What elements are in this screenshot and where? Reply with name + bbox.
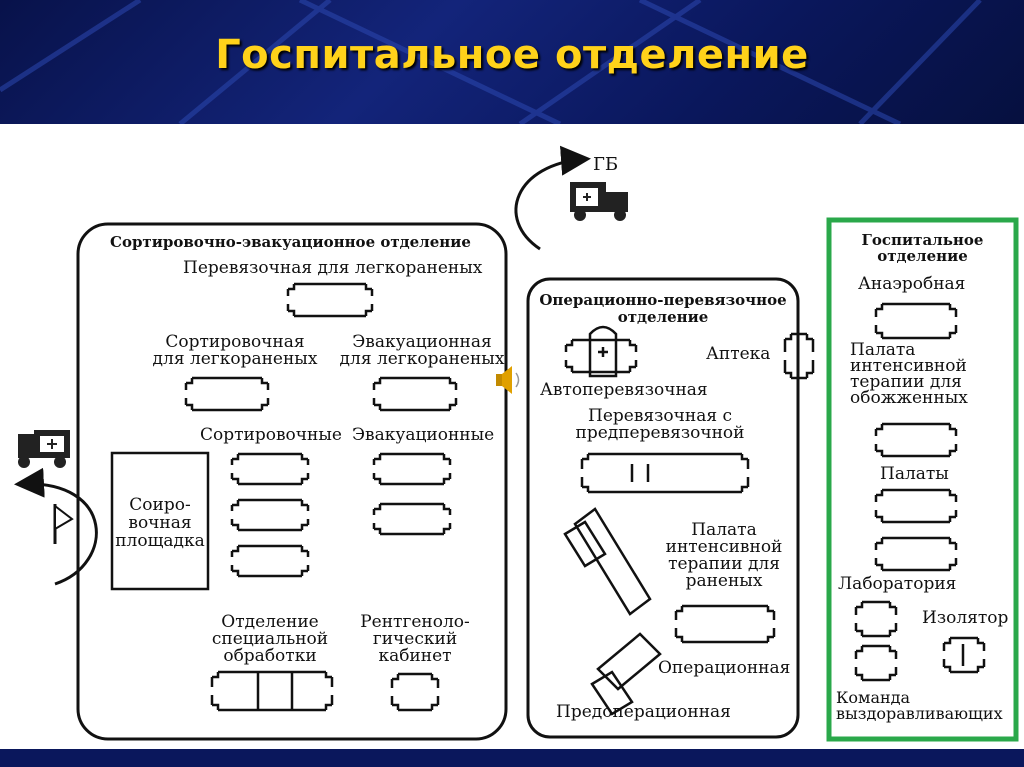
icu-wounded-line1: Палата [691,520,757,540]
isolator-label: Изолятор [922,608,1009,628]
room-dressing-light [286,282,374,318]
icu-burns-line2: интенсивной [850,356,967,376]
room-xray [390,672,440,712]
room-pre-op-lower [596,632,662,691]
sorting-heading: Сортировочно-эвакуационное отделение [110,233,471,251]
evac-light-line1: Эвакуационная [352,332,492,352]
evac-light-label: Эвакуационная для легкораненых [337,334,507,368]
xray-line2: гический [372,629,458,649]
sorting-light-line1: Сортировочная [165,332,305,352]
gb-label: ГБ [593,154,619,175]
operating-section [526,277,800,739]
hospital-section [826,217,1019,742]
slide-title: Госпитальное отделение [215,32,809,78]
dressing-pre-label: Перевязочная с предперевязочной [560,408,760,442]
icu-wounded-line4: раненых [685,571,763,591]
evac-light-line2: для легкораненых [339,349,505,369]
pre-operating-label: Предоперационная [556,702,731,722]
hospital-heading-line2: отделение [877,247,968,265]
sorting-area-line1: Соиро- [129,495,191,515]
room-lab-1 [854,600,898,638]
sorting-light-label: Сортировочная для легкораненых [150,334,320,368]
room-pre-op-diagonal-2 [563,520,607,568]
room-icu-wounded [674,604,776,644]
arrival-arrow-left [14,467,98,586]
dressing-pre-divider [630,464,650,482]
room-dressing-pre [580,452,750,494]
special-treatment-line1: Отделение [221,612,319,632]
slide-footer [0,749,1024,767]
room-auto-dressing-vehicle [588,325,618,378]
header-decoration [0,0,982,124]
room-sorting-light [184,376,270,412]
special-treatment-label: Отделение специальной обработки [200,614,340,665]
sortirovochnye-label: Сортировочные [200,425,342,445]
ambulance-icon-top [570,182,628,221]
icu-wounded-line3: терапии для [668,554,780,574]
icu-burns-label: Палата интенсивной терапии для обожженны… [850,340,968,408]
room-isolator [942,636,986,674]
room-evac-2 [372,502,452,536]
recovery-team-line2: выздоравливающих [836,704,1003,723]
special-treatment-line2: специальной [211,629,329,649]
room-pre-op-diagonal [573,507,652,616]
room-evac-1 [372,452,452,486]
room-sorting-1 [230,452,310,486]
icu-burns-line4: обожженных [850,388,968,408]
sorting-evac-section [76,222,508,741]
operating-heading-line2: отделение [617,308,709,326]
sorting-light-line2: для легкораненых [152,349,318,369]
auto-dressing-cross-icon [598,347,608,357]
icu-burns-line3: терапии для [850,372,962,392]
icu-wounded-line2: интенсивной [665,537,783,557]
xray-label: Рентгеноло- гический кабинет [350,614,480,665]
icu-wounded-label: Палата интенсивной терапии для раненых [656,522,792,590]
sorting-area-line3: площадка [115,531,205,551]
hospital-heading-line1: Госпитальное [861,231,984,249]
department-diagram [14,145,1019,742]
return-arrow-top [514,145,591,251]
dressing-pre-line1: Перевязочная с [588,406,732,426]
hospital-heading: Госпитальное отделение [832,232,1013,264]
dressing-pre-line2: предперевязочной [575,423,745,443]
room-evac-light [372,376,458,412]
recovery-team-label: Команда выздоравливающих [836,690,1003,722]
room-burns [874,422,958,458]
room-pre-op-lower-2 [590,670,634,716]
operating-room-label: Операционная [658,658,791,678]
dressing-light-label: Перевязочная для легкораненых [183,258,483,278]
room-sorting-2 [230,498,310,532]
room-ward-2 [874,536,958,572]
room-anaerobic [874,302,958,340]
ambulance-icon-left [18,430,70,468]
room-ward-1 [874,488,958,524]
speaker-icon [496,366,520,394]
operating-heading: Операционно-перевязочное отделение [528,292,798,326]
sorting-area-line2: вочная [128,513,192,533]
flag-icon [53,503,74,544]
sorting-area-label: Соиро- вочная площадка [112,496,208,550]
sorting-area-box [110,451,210,591]
xray-line3: кабинет [378,646,452,666]
room-sorting-3 [230,544,310,578]
room-auto-dressing [564,338,638,374]
wards-label: Палаты [880,464,949,484]
icu-burns-line1: Палата [850,340,916,360]
room-lab-2 [854,644,898,682]
laboratory-label: Лаборатория [838,574,957,594]
evakuacionnye-label: Эвакуационные [352,425,495,445]
diagram-canvas: ГБ Сортировочно-эвакуационное отделение … [0,124,1024,749]
anaerobic-label: Анаэробная [858,274,966,294]
special-treatment-line3: обработки [223,646,317,666]
auto-dressing-label: Автоперевязочная [540,380,708,400]
pharmacy-label: Аптека [706,344,771,364]
recovery-team-line1: Команда [836,688,911,707]
xray-line1: Рентгеноло- [360,612,470,632]
operating-heading-line1: Операционно-перевязочное [539,291,787,309]
room-special-treatment [210,670,334,712]
room-symbols [184,282,986,716]
room-pharmacy [783,332,815,380]
slide-header: Госпитальное отделение [0,0,1024,124]
